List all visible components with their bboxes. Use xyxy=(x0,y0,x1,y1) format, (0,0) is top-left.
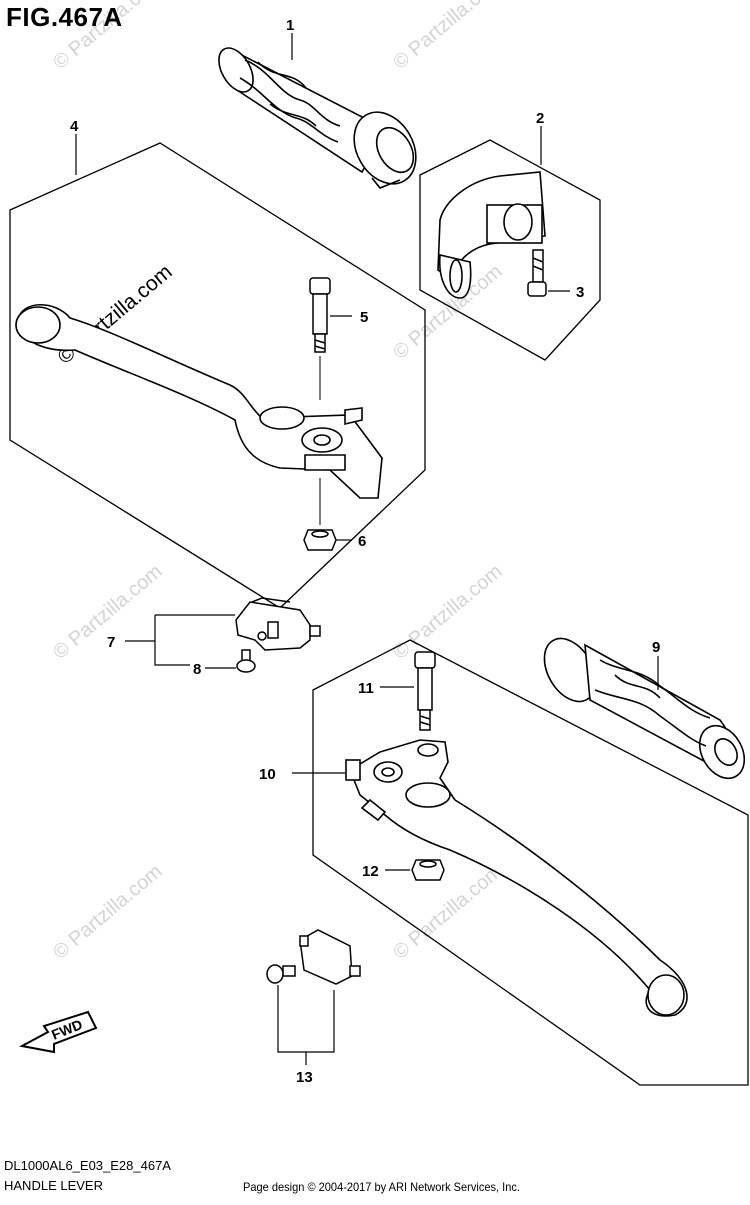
callout-4: 4 xyxy=(70,118,79,135)
clutch-nut-drawing xyxy=(411,859,445,881)
callout-12: 12 xyxy=(362,863,379,880)
clutch-switch-drawing xyxy=(266,929,361,985)
page-credit: Page design © 2004-2017 by ARI Network S… xyxy=(243,1180,520,1194)
leader-lines xyxy=(75,33,659,871)
watermark: © Partzilla.com xyxy=(389,560,506,663)
callout-13: 13 xyxy=(296,1069,313,1086)
callout-1: 1 xyxy=(286,17,294,34)
switch-screw-drawing xyxy=(236,649,256,673)
holder-group-outline xyxy=(419,139,601,361)
brake-lever-drawing xyxy=(15,304,383,499)
front-stop-switch-drawing xyxy=(235,597,321,651)
figure-title: FIG.467A xyxy=(6,2,123,32)
clutch-bolt-drawing xyxy=(414,651,436,731)
group-outlines xyxy=(9,139,749,1086)
watermark: © Partzilla.com xyxy=(49,860,166,963)
callout-6: 6 xyxy=(358,533,366,550)
section-name: HANDLE LEVER xyxy=(4,1178,103,1193)
clutch-lever-drawing xyxy=(345,739,688,1017)
callout-5: 5 xyxy=(360,309,368,326)
callout-9: 9 xyxy=(652,639,660,656)
callout-3: 3 xyxy=(576,284,584,301)
pivot-bolt-drawing xyxy=(309,277,331,353)
callout-10: 10 xyxy=(259,766,276,783)
watermark: © Partzilla.com xyxy=(389,860,506,963)
callout-7: 7 xyxy=(107,634,115,651)
pivot-nut-drawing xyxy=(303,529,337,551)
callout-11: 11 xyxy=(358,680,374,697)
callout-numbers: 1 2 3 4 5 6 7 8 9 10 11 12 13 xyxy=(70,17,660,1086)
fwd-arrow-icon: FWD xyxy=(19,1010,98,1054)
lever-holder-drawing xyxy=(437,171,546,299)
grip-right-drawing xyxy=(543,637,746,780)
clutch-lever-group-outline xyxy=(312,639,749,1086)
grip-left-drawing xyxy=(218,47,417,189)
model-code: DL1000AL6_E03_E28_467A xyxy=(4,1158,171,1173)
bracket-13 xyxy=(277,985,335,1053)
callout-8: 8 xyxy=(193,661,201,678)
watermark: © Partzilla.com xyxy=(389,0,506,74)
callout-2: 2 xyxy=(536,110,544,127)
brake-lever-group-outline xyxy=(9,142,426,609)
bracket-7 xyxy=(154,615,190,666)
holder-bolt-drawing xyxy=(527,249,547,297)
